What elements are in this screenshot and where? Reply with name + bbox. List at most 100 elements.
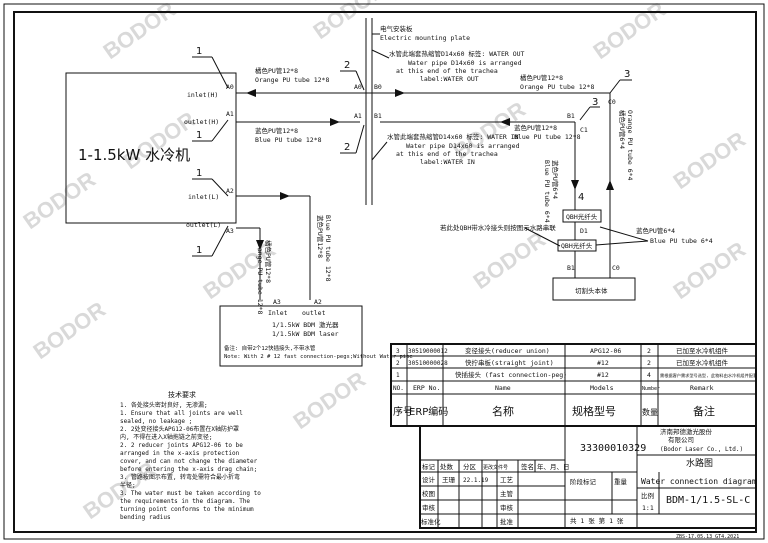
callout-3: 3 [592, 97, 598, 108]
laser-box: Inlet outlet 1/1.5kW BDM 激光器 1/1.5kW BDM… [219, 305, 413, 367]
bom-remark: 已加至水冷机组件 [676, 358, 729, 367]
blue-tube-en: Blue PU tube 12*8 [255, 136, 322, 144]
bom-hdr-en-qty: Number [642, 386, 660, 392]
blue-tube-6-en-2: Blue PU tube 6*4 [650, 237, 713, 245]
qbh-note: 若此处QBH带水冷接头则按图示水路串联 [440, 223, 556, 232]
orange-tube-cn-2: 橘色PU管12*8 [520, 73, 563, 82]
label-b0: B0 [374, 83, 382, 91]
sheet-border [3, 3, 765, 540]
drawing-frame [13, 11, 757, 533]
watermark: BODOR [99, 0, 181, 64]
bom-model: #12 [597, 359, 609, 367]
tech-line: 半径; [120, 481, 136, 489]
callout-4: 4 [578, 192, 584, 203]
water-in-en1: Water pipe D14x60 is arranged [406, 142, 520, 150]
bom-model: #12 [597, 371, 609, 379]
watermark: BODOR [669, 127, 751, 195]
label-c0-lower: C0 [612, 264, 620, 272]
watermark: BODOR [669, 237, 751, 305]
tech-line: 1. Ensure that all joints are well [120, 410, 243, 417]
label-a1-plate: A1 [354, 112, 362, 120]
watermark: BODOR [309, 0, 391, 44]
blue-tube-en-2: Blue PU tube 12*8 [514, 133, 581, 141]
bom-hdr-en-no: NO. [393, 385, 404, 392]
mount-plate-en: Electric mounting plate [380, 34, 470, 42]
orange-tube-cn: 橘色PU管12*8 [255, 66, 298, 75]
label-c0: C0 [608, 98, 616, 106]
water-in-en2: at this end of the trachea [396, 150, 498, 158]
bom-no: 1 [396, 372, 400, 379]
label-a2: A2 [226, 187, 234, 195]
laser-note-cn: 备注: 自带2个12快插接头,不带水管 [224, 344, 316, 352]
pipe-orange-upper: 橘色PU管12*8 Orange PU tube 12*8 橘色PU管12*8 … [236, 66, 610, 97]
tb-role: 标准化 [421, 517, 441, 526]
tech-line: before entering the x-axis drag chain; [120, 466, 257, 473]
bom-name: 变径接头(reducer union) [465, 346, 550, 355]
tech-line: the requirements in the diagram. The [120, 498, 250, 505]
label-a0: A0 [226, 83, 234, 91]
tb-role2: 主管 [500, 489, 514, 498]
bom-hdr-en-erp: ERP No. [413, 384, 440, 392]
bom-hdr-en-model: Models [590, 384, 614, 392]
blue-tube-6-cn: 蓝色PU管6*4 [551, 160, 560, 199]
bom-table: 3 30519000012 变径接头(reducer union) APG12-… [390, 343, 758, 427]
tech-line: arranged in the x-axis protection [120, 450, 240, 457]
port-outlet-l: outlet(L) [186, 221, 221, 229]
mount-plate-cn: 电气安装板 [380, 24, 413, 33]
bom-hdr-cn-remark: 备注 [693, 404, 715, 418]
tech-title: 技术要求 [168, 390, 196, 399]
laser-inlet: Inlet [268, 309, 288, 317]
pipe-to-laser: 蓝色PU管12*8 Blue PU tube 12*8 橘色PU管12*8 Or… [236, 192, 332, 314]
orange-tube-v-en: Orange PU tube 12*8 [256, 240, 264, 314]
bom-hdr-cn-model: 规格型号 [572, 404, 616, 418]
tb-role2: 审核 [500, 503, 514, 512]
watermark: BODOR [289, 367, 371, 435]
company-cn2: 有限公司 [668, 435, 694, 444]
bom-remark: 需根据客户需求型号选型, 此物料由水冷机组件配套 [660, 372, 758, 379]
laser-name-cn: 1/1.5kW BDM 激光器 [272, 320, 339, 329]
callouts-1: 1 1 1 1 [192, 46, 229, 257]
water-in-note: 水管此端套热缩管D14x60 标签: WATER IN Water pipe D… [371, 132, 520, 166]
label-b1-lower: B1 [567, 264, 575, 272]
laser-note-en: Note: With 2 # 12 fast connection-pegs;W… [224, 354, 413, 360]
bom-hdr-cn-qty: 数量 [642, 407, 658, 417]
laser-outlet: outlet [302, 309, 326, 317]
callout-1: 1 [196, 168, 202, 179]
qbh-label: QBH光纤头 [566, 212, 598, 221]
bom-no: 2 [396, 360, 400, 367]
blue-tube-6-en: Blue PU tube 6*4 [543, 160, 551, 223]
callout-1: 1 [196, 245, 202, 256]
callout-2: 2 [344, 60, 350, 71]
bom-hdr-cn-erp: ERP编码 [409, 405, 448, 418]
watermark: BODOR [589, 0, 671, 64]
cutting-head-box [552, 277, 636, 301]
port-inlet-h: inlet(H) [187, 91, 218, 99]
label-a1: A1 [226, 110, 234, 118]
blue-tube-cn: 蓝色PU管12*8 [255, 126, 298, 135]
pipe-blue-upper: 蓝色PU管12*8 Blue PU tube 12*8 蓝色PU管12*8 Bl… [236, 118, 581, 144]
scale-value: 1:1 [642, 504, 654, 512]
bom-qty: 4 [647, 371, 651, 379]
qbh-label-2: QBH光纤头 [561, 241, 593, 250]
port-outlet-h: outlet(H) [184, 118, 219, 126]
tb-hdr: 年、月、日 [537, 462, 570, 471]
water-out-en1: Water pipe D14x60 is arranged [408, 59, 522, 67]
title-block: 标记 处数 分区 更改文件号 签名 年、月、日 设计 王珊 22.1.19 工艺… [419, 425, 757, 529]
orange-tube-6-en: Orange PU tube 6*4 [626, 110, 634, 181]
tech-line: 内, 不得在进入X轴拖链之前变径; [120, 433, 212, 441]
bom-hdr-en-remark: Remark [690, 384, 714, 392]
orange-tube-6-cn: 橘色PU管6*4 [618, 110, 627, 149]
laser-name-en: 1/1.5kW BDM laser [272, 330, 339, 338]
bom-qty: 2 [647, 347, 651, 355]
tech-line: bending radius [120, 514, 171, 521]
tb-role: 设计 [422, 475, 436, 484]
callout-3: 3 [624, 69, 630, 80]
tech-line: 1. 各处接头密封良好, 无渗漏; [120, 401, 208, 409]
blue-tube-v-en: Blue PU tube 12*8 [324, 215, 332, 282]
tb-hdr: 更改文件号 [483, 464, 508, 471]
watermark: BODOR [19, 167, 101, 235]
cutting-head-assembly: 3 3 C0 B1 C1 橘色PU管6*4 Orange PU tube 6*4… [440, 69, 713, 301]
tb-role: 审核 [422, 503, 436, 512]
label-a0-plate: A0 [354, 83, 362, 91]
